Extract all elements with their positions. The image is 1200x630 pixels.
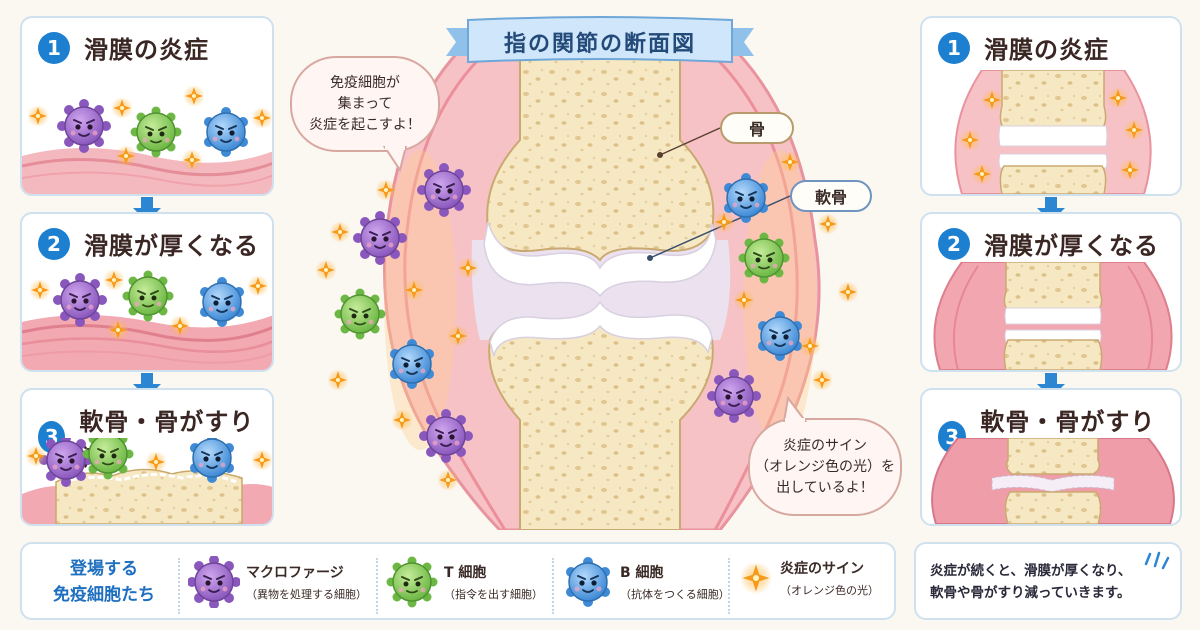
synovium-inflammation-illustration [22, 85, 272, 194]
page-title: 指の関節の断面図 [503, 32, 696, 57]
bubble-line: 集まって [337, 95, 393, 112]
step-number-badge: 2 [38, 227, 70, 260]
joint-erosion-illustration [931, 438, 1175, 524]
left-step-1-panel: 1 滑膜の炎症 [20, 16, 274, 196]
bubble-tail [382, 146, 408, 172]
right-step-2-panel: 2 滑膜が厚くなる [920, 212, 1182, 372]
bubble-line: （オレンジ色の光）を [755, 458, 895, 475]
step-title: 滑膜の炎症 [984, 36, 1109, 64]
step-title: 滑膜の炎症 [84, 36, 209, 64]
step-number-badge: 2 [938, 227, 970, 260]
legend-divider [376, 558, 378, 614]
immune-cells-legend: 登場する 免疫細胞たち マクロファージ（異物を処理する細胞） T 細胞（指令を出… [20, 542, 896, 620]
synovium-thickening-illustration [22, 269, 272, 370]
immune-cells-speech-bubble: 免疫細胞が 集まって 炎症を起こすよ！ [290, 56, 440, 152]
right-step-3-panel: 3 軟骨・骨がすり減る [920, 388, 1182, 526]
left-step-2-panel: 2 滑膜が厚くなる [20, 212, 274, 372]
legend-divider [178, 558, 180, 614]
step-number-badge: 1 [38, 31, 70, 64]
bubble-line: 炎症のサイン [783, 437, 867, 454]
left-step-3-panel: 3 軟骨・骨がすり減る [20, 388, 274, 526]
step-title: 滑膜が厚くなる [984, 232, 1159, 260]
step-number-badge: 1 [938, 31, 970, 64]
title-ribbon [446, 16, 754, 64]
cartilage-label: 軟骨 [790, 180, 872, 212]
bubble-tail [782, 396, 808, 422]
summary-box: 炎症が続くと、滑膜が厚くなり、 軟骨や骨がすり減っていきます。 [914, 542, 1182, 620]
legend-macrophage: マクロファージ（異物を処理する細胞） [188, 556, 367, 608]
joint-cross-section-diagram [315, 38, 859, 530]
joint-thickening-illustration [933, 262, 1173, 370]
legend-divider [728, 558, 730, 614]
emphasis-marks-icon [1144, 551, 1170, 570]
joint-inflammation-illustration [954, 70, 1152, 194]
cartilage-erosion-illustration [22, 438, 272, 524]
step-title: 滑膜が厚くなる [84, 232, 259, 260]
right-step-1-panel: 1 滑膜の炎症 [920, 16, 1182, 196]
macrophage-icon [188, 556, 240, 608]
bubble-line: 免疫細胞が [330, 74, 400, 91]
spark-icon [739, 561, 773, 595]
bubble-line: 出しているよ！ [776, 479, 874, 496]
t-cell-icon [386, 556, 438, 608]
legend-inflammation-sign: 炎症のサイン（オレンジ色の光） [738, 558, 879, 598]
summary-text: 炎症が続くと、滑膜が厚くなり、 軟骨や骨がすり減っていきます。 [930, 563, 1132, 601]
inflammation-sign-speech-bubble: 炎症のサイン （オレンジ色の光）を 出しているよ！ [748, 418, 902, 516]
b-cell-icon [565, 556, 611, 608]
legend-t-cell: T 細胞（指令を出す細胞） [386, 556, 543, 608]
legend-divider [552, 558, 554, 614]
legend-b-cell: B 細胞（抗体をつくる細胞） [562, 556, 730, 608]
bubble-line: 炎症を起こすよ！ [309, 116, 421, 133]
bone-label: 骨 [720, 112, 794, 144]
legend-heading: 登場する 免疫細胞たち [53, 559, 155, 605]
